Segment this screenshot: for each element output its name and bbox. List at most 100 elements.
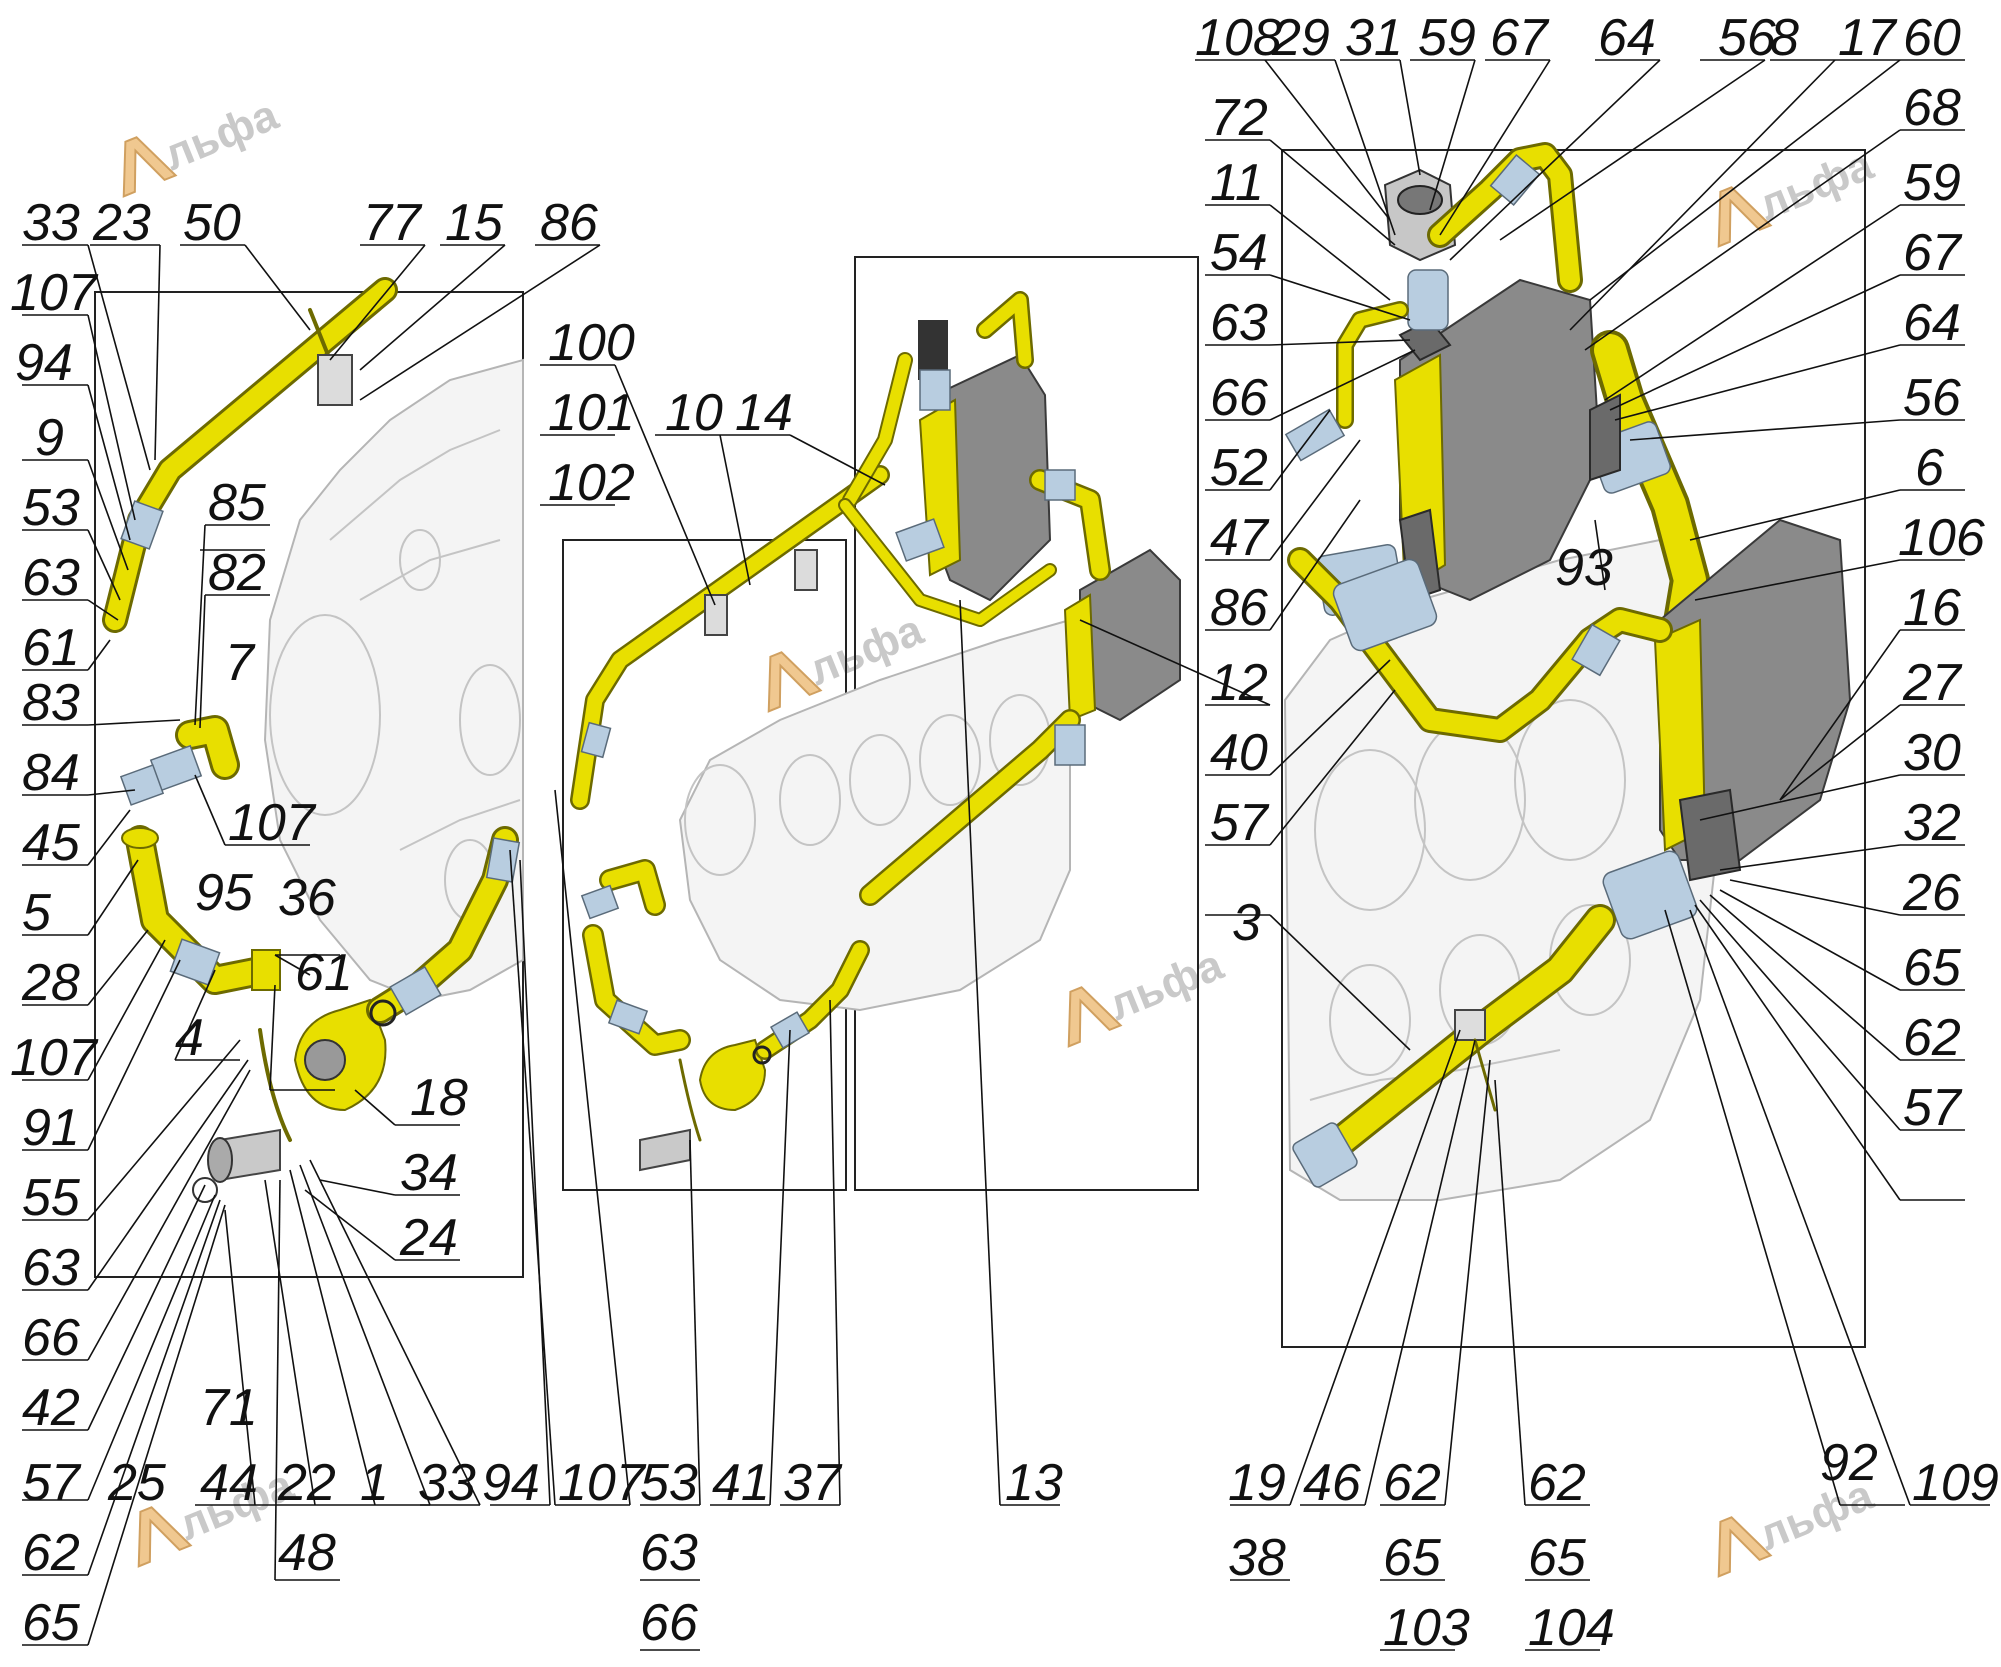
callout-label: 50 xyxy=(183,194,241,252)
center-upper-pipe xyxy=(570,465,890,810)
callout-label: 83 xyxy=(22,674,80,732)
callout-label: 1 xyxy=(360,1454,389,1512)
callout-label: 25 xyxy=(107,1454,167,1512)
callout-label: 45 xyxy=(22,814,81,872)
callout-label: 62 xyxy=(22,1524,80,1582)
callout-label: 48 xyxy=(278,1524,336,1582)
callout-labels: 33 23 50 77 15 86 107 94 9 53 63 61 85 8… xyxy=(10,9,1999,1657)
callout-label: 56 xyxy=(1718,9,1776,67)
callout-label: 13 xyxy=(1005,1454,1063,1512)
right-top-pipe xyxy=(1427,142,1583,293)
callout-label: 64 xyxy=(1598,9,1656,67)
callout-label: 56 xyxy=(1903,369,1961,427)
watermark-logo: льфа xyxy=(1717,140,1880,248)
left-elbow-7 xyxy=(119,715,240,806)
callout-label: 34 xyxy=(400,1144,458,1202)
callout-label: 31 xyxy=(1345,9,1403,67)
callout-label: 66 xyxy=(22,1309,80,1367)
callout-label: 95 xyxy=(195,864,254,922)
callout-label: 6 xyxy=(1915,439,1944,497)
callout-label: 63 xyxy=(1210,294,1268,352)
callout-label: 63 xyxy=(22,1239,80,1297)
callout-label: 62 xyxy=(1903,1009,1961,1067)
watermark-text: льфа xyxy=(157,90,285,180)
callout-label: 66 xyxy=(640,1594,698,1652)
left-pipe-5 xyxy=(121,825,281,995)
callout-label: 86 xyxy=(1210,579,1268,637)
callout-label: 84 xyxy=(22,744,80,802)
callout-label: 41 xyxy=(712,1454,770,1512)
callout-label: 12 xyxy=(1210,654,1268,712)
callout-label: 103 xyxy=(1383,1599,1470,1657)
callout-label: 91 xyxy=(22,1099,80,1157)
callout-label: 62 xyxy=(1528,1454,1586,1512)
callout-label: 106 xyxy=(1898,509,1985,567)
callout-label: 72 xyxy=(1210,89,1268,147)
middle-cooler-assembly xyxy=(838,291,1181,906)
callout-label: 100 xyxy=(548,314,635,372)
right-pipe-93 xyxy=(1287,547,1673,743)
callout-label: 5 xyxy=(22,884,52,942)
callout-label: 63 xyxy=(22,549,80,607)
callout-label: 107 xyxy=(10,264,99,322)
callout-label: 24 xyxy=(399,1209,458,1267)
callout-label: 68 xyxy=(1903,79,1961,137)
callout-label: 22 xyxy=(277,1454,336,1512)
callout-label: 77 xyxy=(363,194,423,252)
right-detail-frame xyxy=(1281,149,1866,1348)
callout-label: 33 xyxy=(22,194,80,252)
callout-label: 107 xyxy=(10,1029,99,1087)
callout-label: 3 xyxy=(1232,894,1261,952)
watermark-text: льфа xyxy=(1752,140,1880,230)
callout-label: 94 xyxy=(482,1454,540,1512)
callout-label: 36 xyxy=(278,869,336,927)
callout-label: 29 xyxy=(1271,9,1330,67)
callout-label: 54 xyxy=(1210,224,1268,282)
callout-label: 66 xyxy=(1210,369,1268,427)
callout-label: 57 xyxy=(1903,1079,1963,1137)
callout-label: 92 xyxy=(1820,1434,1878,1492)
center-lower-pipe xyxy=(582,924,767,1172)
callout-label: 9 xyxy=(35,409,64,467)
callout-label: 107 xyxy=(558,1454,647,1512)
callout-label: 109 xyxy=(1912,1454,1999,1512)
callout-label: 108 xyxy=(1195,9,1282,67)
callout-label: 19 xyxy=(1228,1454,1286,1512)
callout-label: 11 xyxy=(1210,154,1264,212)
callout-label: 102 xyxy=(548,454,635,512)
callout-label: 86 xyxy=(540,194,598,252)
callout-label: 55 xyxy=(22,1169,81,1227)
callout-label: 85 xyxy=(208,474,267,532)
center-engine-block xyxy=(678,618,1071,1012)
callout-label: 4 xyxy=(175,1009,204,1067)
callout-label: 82 xyxy=(208,544,266,602)
callout-label: 57 xyxy=(1210,794,1270,852)
callout-label: 47 xyxy=(1210,509,1270,567)
callout-label: 32 xyxy=(1903,794,1961,852)
right-lower-cooler xyxy=(1602,518,1852,940)
callout-label: 7 xyxy=(225,634,256,692)
callout-label: 71 xyxy=(200,1379,258,1437)
left-pump-18 xyxy=(192,998,387,1203)
watermark-text: льфа xyxy=(1102,940,1230,1030)
callout-label: 65 xyxy=(22,1594,81,1652)
callout-label: 17 xyxy=(1838,9,1898,67)
watermark-logo: льфа xyxy=(1067,940,1230,1048)
callout-label: 63 xyxy=(640,1524,698,1582)
callout-label: 62 xyxy=(1383,1454,1441,1512)
callout-label: 44 xyxy=(200,1454,258,1512)
watermark-logo: льфа xyxy=(122,90,285,198)
callout-label: 8 xyxy=(1770,9,1799,67)
callout-label: 46 xyxy=(1303,1454,1361,1512)
right-pipe-3 xyxy=(1292,904,1616,1188)
leader-lines xyxy=(22,59,1990,1651)
callout-label: 64 xyxy=(1903,294,1961,352)
callout-label: 26 xyxy=(1902,864,1961,922)
callout-label: 67 xyxy=(1490,9,1550,67)
callout-label: 107 xyxy=(228,794,317,852)
callout-label: 37 xyxy=(783,1454,843,1512)
callout-label: 65 xyxy=(1903,939,1962,997)
callout-label: 101 xyxy=(548,384,635,442)
callout-label: 67 xyxy=(1903,224,1963,282)
callout-label: 104 xyxy=(1528,1599,1615,1657)
